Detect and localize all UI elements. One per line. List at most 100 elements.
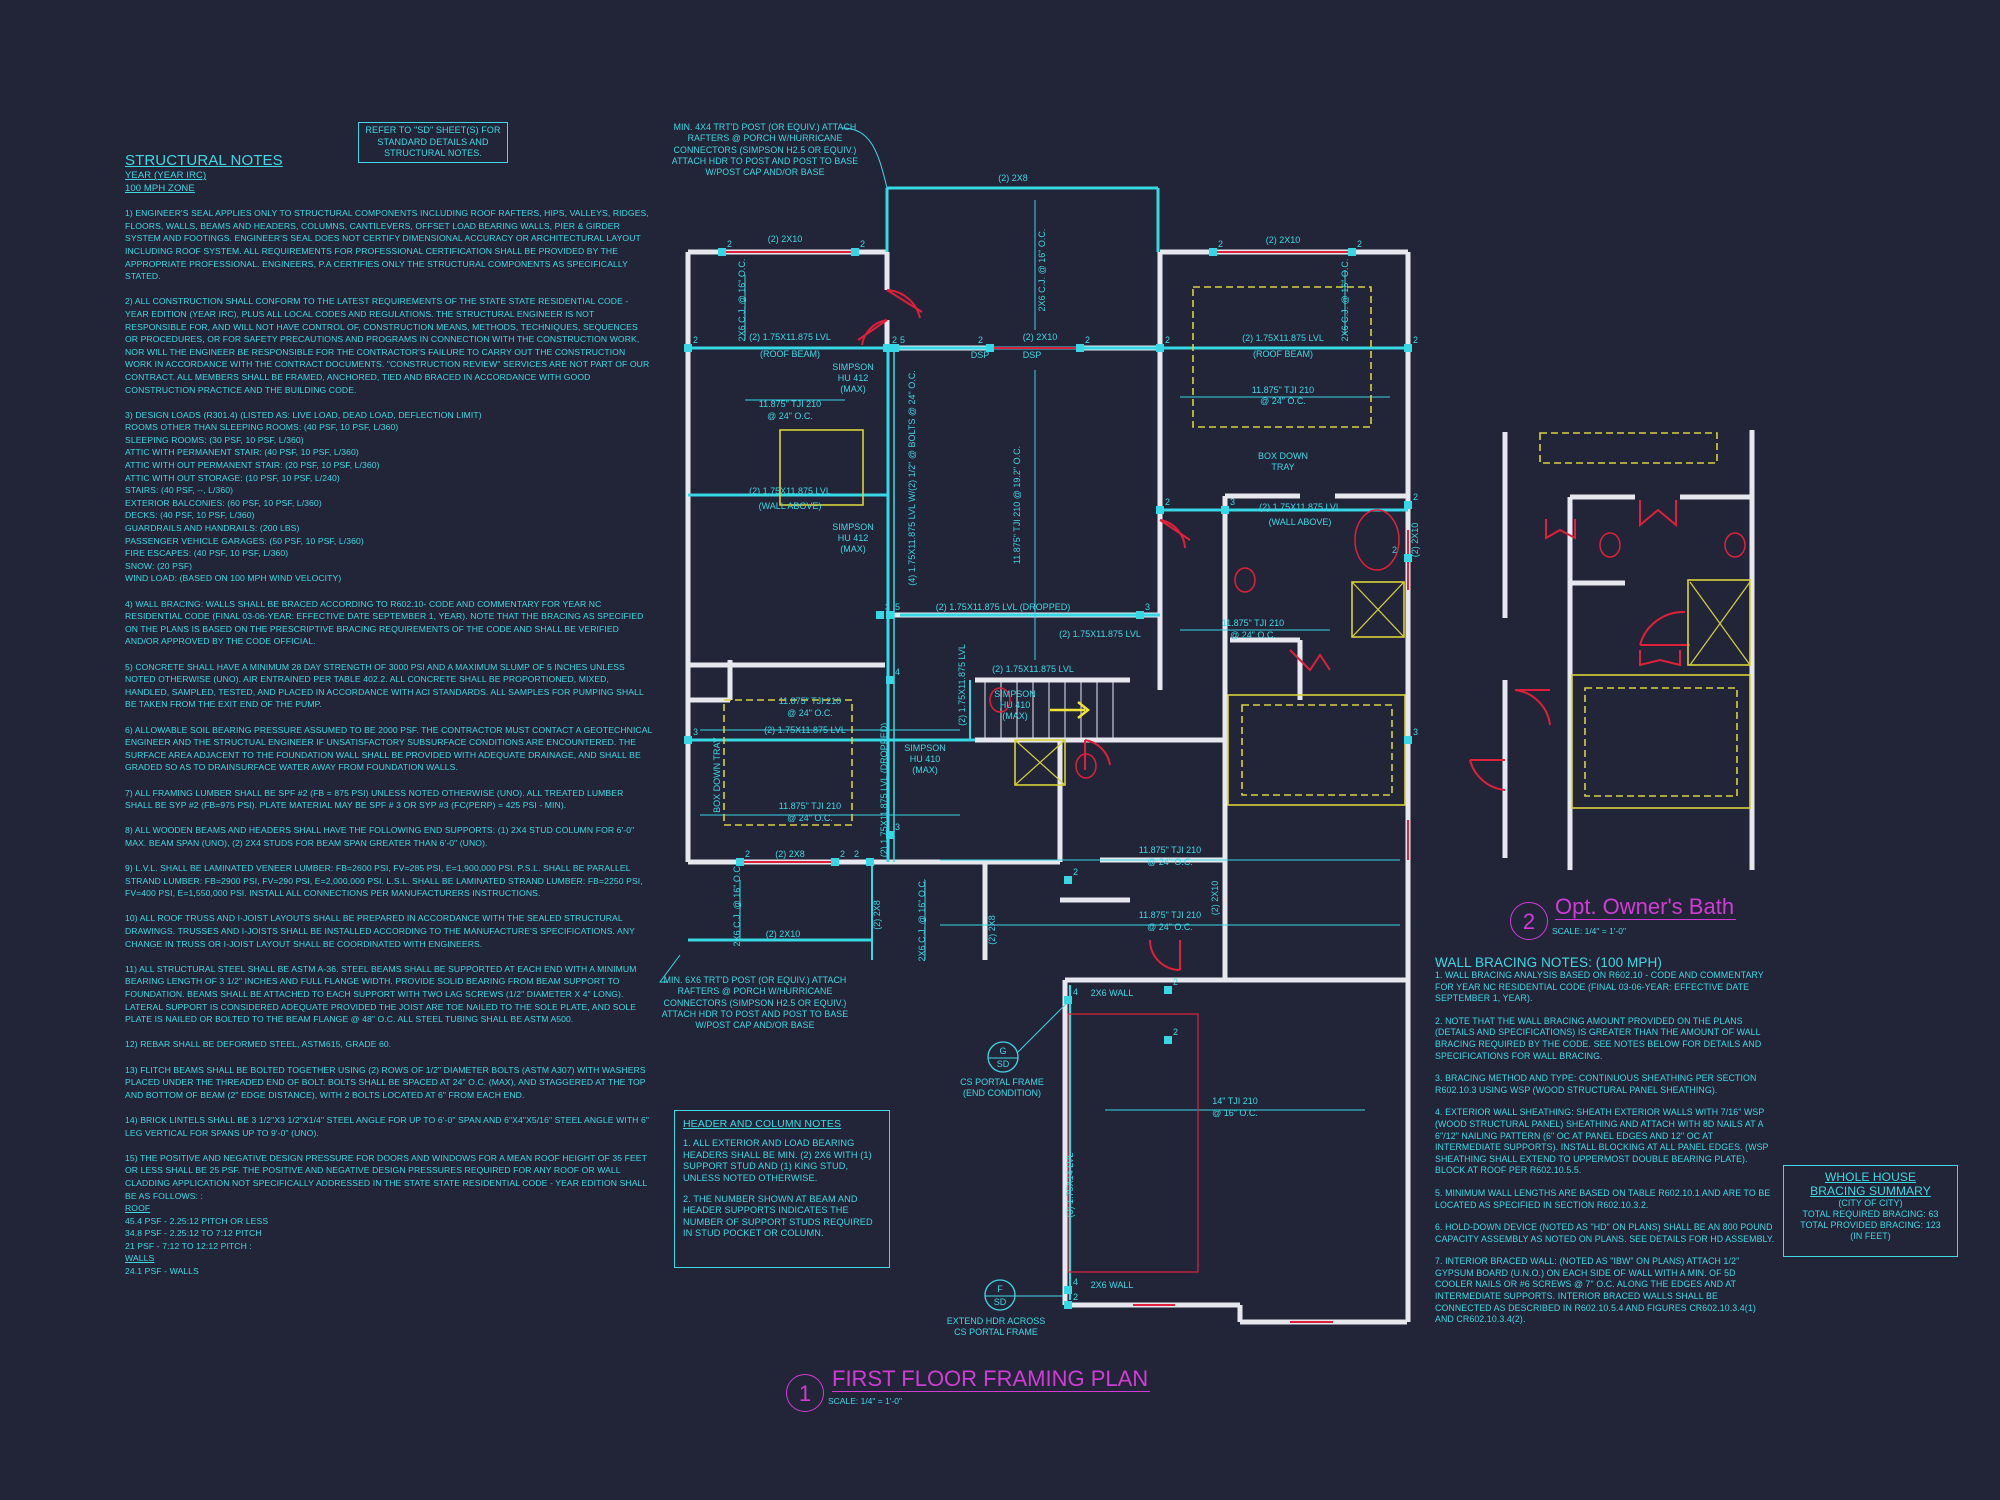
plan-label: SIMPSON bbox=[904, 743, 946, 753]
stud-count: 2 bbox=[978, 335, 983, 345]
stud-pocket bbox=[891, 344, 899, 352]
sink-icon bbox=[1724, 532, 1746, 558]
stud-count: 2 bbox=[693, 335, 698, 345]
note-7: 7) ALL FRAMING LUMBER SHALL BE SPF #2 (F… bbox=[125, 787, 624, 811]
note-1: 1) ENGINEER'S SEAL APPLIES ONLY TO STRUC… bbox=[125, 208, 649, 282]
design-load-line: ROOMS OTHER THAN SLEEPING ROOMS: (40 PSF… bbox=[125, 422, 399, 433]
stud-pocket bbox=[1348, 248, 1356, 256]
walls-heading: WALLS bbox=[125, 1253, 155, 1264]
door-window[interactable] bbox=[1159, 519, 1191, 549]
door-window[interactable] bbox=[1639, 650, 1681, 667]
porch-post-note-top: MIN. 4x4 TRT'D POST (OR EQUIV.) ATTACH R… bbox=[671, 122, 859, 178]
design-load-line: STAIRS: (40 PSF, --, L/360) bbox=[125, 485, 234, 496]
door-window[interactable] bbox=[886, 289, 923, 319]
detail-sheet: SD bbox=[994, 1297, 1007, 1307]
stud-pocket bbox=[831, 858, 839, 866]
design-load-line: PASSENGER VEHICLE GARAGES: (50 PSF, 10 P… bbox=[125, 535, 364, 546]
stud-pocket bbox=[866, 858, 874, 866]
stud-pocket bbox=[1156, 506, 1164, 514]
note-14: 14) BRICK LINTELS SHALL BE 3 1/2"x3 1/2"… bbox=[125, 1114, 649, 1138]
sink-icon bbox=[1599, 532, 1621, 558]
note-11: 11) ALL STRUCTURAL STEEL SHALL BE ASTM A… bbox=[125, 963, 637, 1025]
plan-label: HU 410 bbox=[910, 754, 941, 764]
stud-pocket bbox=[684, 736, 692, 744]
sink-icon bbox=[1075, 753, 1097, 779]
stud-pocket bbox=[1064, 1286, 1072, 1294]
stair-arrow-icon bbox=[1050, 701, 1091, 719]
stud-pocket bbox=[1164, 1036, 1172, 1044]
door-window[interactable] bbox=[1084, 739, 1111, 770]
plan-label: @ 24" O.C. bbox=[1230, 630, 1276, 640]
detail-letter: G bbox=[999, 1046, 1006, 1056]
plan-label: (ROOF BEAM) bbox=[1253, 349, 1313, 359]
plan-label: (2) 2x10 bbox=[1410, 523, 1420, 558]
shower-x bbox=[1689, 581, 1751, 666]
stud-pocket bbox=[886, 831, 894, 839]
walls-line: 24.1 PSF - WALLS bbox=[125, 1266, 199, 1277]
detail-letter: F bbox=[997, 1284, 1003, 1294]
design-load-line: ATTIC WITH PERMANENT STAIR: (40 PSF, 10 … bbox=[125, 447, 359, 458]
stud-pocket bbox=[851, 248, 859, 256]
stud-count: 4 bbox=[895, 667, 900, 677]
detail-marker-f[interactable]: F SD EXTEND HDR ACROSS CS PORTAL FRAME bbox=[947, 1279, 1063, 1337]
door-window[interactable] bbox=[1469, 759, 1506, 791]
stud-pocket bbox=[886, 676, 894, 684]
note-3: 3) DESIGN LOADS (R301.4) (LISTED AS: LIV… bbox=[125, 409, 653, 585]
plan-label: HU 412 bbox=[838, 373, 869, 383]
detail-marker-g[interactable]: G SD CS PORTAL FRAME (END CONDITION) bbox=[960, 999, 1071, 1098]
design-load-line: DECKS: (40 PSF, 10 PSF, L/360) bbox=[125, 510, 255, 521]
plan-label: (3) 1.75x14 LVL bbox=[1065, 1153, 1075, 1218]
plan-label: 11.875" TJI 210 bbox=[1222, 618, 1284, 628]
roof-line: 34.8 PSF - 2.25:12 TO 7:12 PITCH bbox=[125, 1228, 262, 1239]
plan-label: SIMPSON bbox=[994, 689, 1036, 699]
plan-label: (2) 2x10 bbox=[1023, 332, 1058, 342]
wb-note-2: 2. NOTE THAT THE WALL BRACING AMOUNT PRO… bbox=[1435, 1015, 1762, 1061]
roof-line: 21 PSF - 7:12 TO 12:12 PITCH : bbox=[125, 1240, 252, 1251]
plan-label: SIMPSON bbox=[832, 522, 874, 532]
door-window[interactable] bbox=[1514, 689, 1551, 726]
plan-label: BOX DOWN bbox=[1258, 451, 1308, 461]
stud-pocket bbox=[1136, 611, 1144, 619]
stud-count: 2 bbox=[1357, 239, 1362, 249]
plan-label: (MAX) bbox=[912, 765, 938, 775]
plan-label: (MAX) bbox=[840, 544, 866, 554]
note-2: 2) ALL CONSTRUCTION SHALL CONFORM TO THE… bbox=[125, 296, 650, 395]
summary-units: (IN FEET) bbox=[1850, 1231, 1891, 1241]
door-window[interactable] bbox=[1289, 649, 1331, 672]
stud-pocket bbox=[1064, 1301, 1072, 1309]
stud-count: 5 bbox=[895, 602, 900, 612]
plan-label: 11.875" TJI 210 @ 19.2" O.C. bbox=[1012, 446, 1022, 564]
plan-label: (WALL ABOVE) bbox=[1269, 517, 1332, 527]
plan-label: (2) 2x8 bbox=[987, 915, 997, 945]
fixtures bbox=[723, 286, 1751, 826]
door-window[interactable] bbox=[1545, 519, 1576, 540]
plan-label: (2) 1.75x11.875 LVL bbox=[957, 644, 967, 726]
refer-sd-note: REFER TO "SD" SHEET(S) FOR STANDARD DETA… bbox=[358, 122, 508, 163]
detail-label: CS PORTAL FRAME bbox=[954, 1327, 1038, 1337]
stud-count: 3 bbox=[1145, 602, 1150, 612]
design-load-line: WIND LOAD: (BASED ON 100 MPH WIND VELOCI… bbox=[125, 573, 342, 584]
stud-pocket bbox=[736, 858, 744, 866]
door-window[interactable] bbox=[1149, 939, 1181, 971]
door-window[interactable] bbox=[1639, 500, 1677, 528]
wb-note-5: 5. MINIMUM WALL LENGTHS ARE BASED ON TAB… bbox=[1435, 1187, 1771, 1210]
stud-pocket bbox=[1404, 501, 1412, 509]
stud-count: 3 bbox=[885, 602, 890, 612]
summary-required: TOTAL REQUIRED BRACING: 63 bbox=[1802, 1209, 1939, 1219]
door-window[interactable] bbox=[1639, 610, 1690, 646]
beams bbox=[688, 186, 1408, 1300]
design-load-line: SNOW: (20 PSF) bbox=[125, 560, 193, 571]
plan-title: FIRST FLOOR FRAMING PLAN bbox=[832, 1366, 1151, 1392]
note-12: 12) REBAR SHALL BE DEFORMED STEEL, ASTM6… bbox=[125, 1039, 392, 1050]
door-window[interactable] bbox=[857, 319, 888, 346]
header-column-notes: HEADER AND COLUMN NOTES 1. ALL EXTERIOR … bbox=[674, 1110, 890, 1268]
design-load-line: ATTIC WITH OUT PERMANENT STAIR: (20 PSF,… bbox=[125, 460, 380, 471]
plan-label: 2x6 C.J. @ 16" O.C. bbox=[1340, 259, 1350, 342]
fixture-outline bbox=[1351, 581, 1405, 638]
stud-count: 2 bbox=[727, 239, 732, 249]
stud-count: 2 bbox=[1073, 1292, 1078, 1302]
plan-label: (2) 2x8 bbox=[872, 900, 882, 930]
stud-count: 2 bbox=[1085, 335, 1090, 345]
stud-pocket bbox=[1164, 986, 1172, 994]
stud-count: 5 bbox=[900, 335, 905, 345]
